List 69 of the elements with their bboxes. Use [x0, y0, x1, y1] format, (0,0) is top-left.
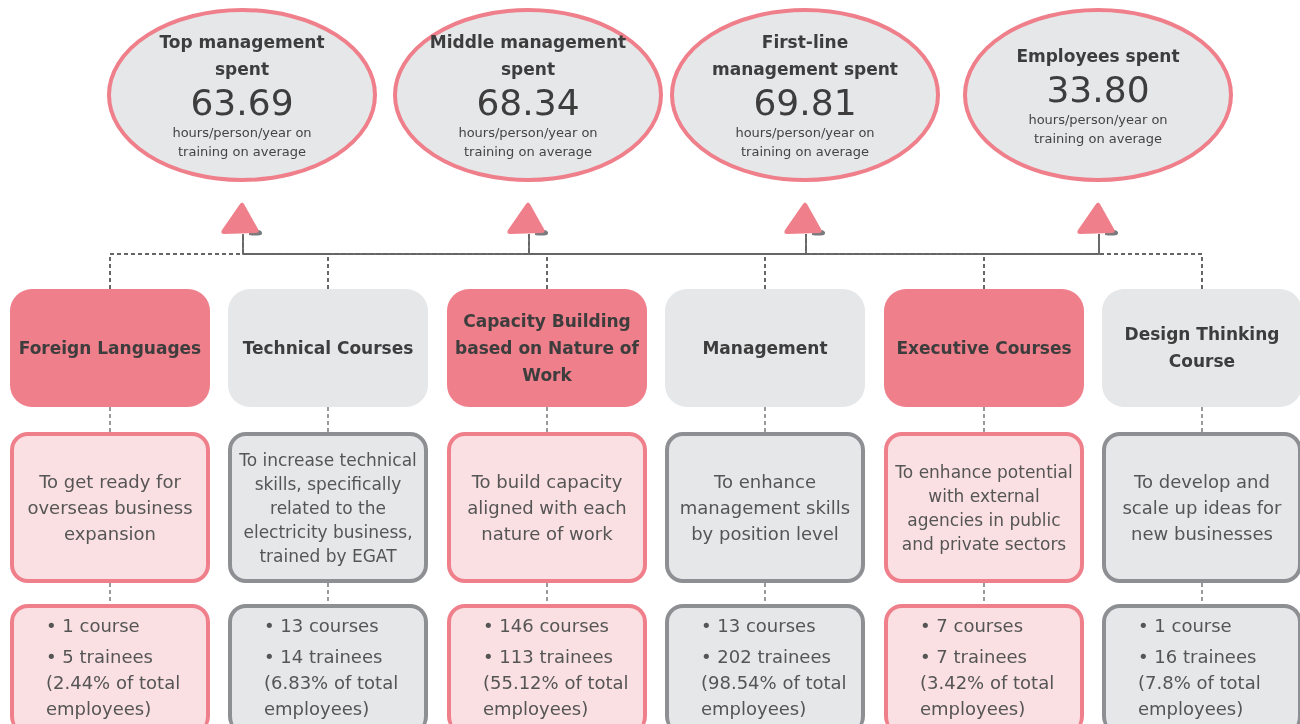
purpose-box [1102, 432, 1300, 583]
hours-value: 68.34 [476, 83, 580, 123]
triangle-marker [507, 202, 551, 236]
statistics-box [1102, 604, 1300, 724]
triangle-marker [1077, 202, 1121, 236]
hours-value: 63.69 [190, 83, 294, 123]
purpose-box [447, 432, 647, 583]
course-count: • 13 courses [264, 614, 379, 638]
dashed-connector [1098, 233, 1203, 290]
dashed-connector [983, 406, 985, 433]
oval-callout [670, 8, 940, 182]
purpose-box [10, 432, 210, 583]
purpose-text: To get ready for overseas business expansion [26, 469, 194, 546]
category-box [447, 289, 647, 407]
category-title: Technical Courses [242, 336, 414, 360]
dashed-connector [764, 406, 766, 433]
triangle-marker [784, 202, 828, 236]
triangle-marker [221, 202, 265, 236]
oval-heading: Middle management spent [428, 31, 628, 81]
oval-heading: First-line management spent [711, 31, 899, 81]
oval-callout [107, 8, 377, 182]
oval-callout [393, 8, 663, 182]
oval-heading: Top management spent [158, 31, 326, 81]
trainee-count: • 14 trainees (6.83% of total employees) [264, 645, 400, 721]
oval-subtext: hours/person/year on training on average [1027, 110, 1169, 148]
oval-subtext: hours/person/year on training on average [457, 124, 599, 161]
statistics-box [884, 604, 1084, 724]
course-count: • 13 courses [701, 614, 816, 638]
trainee-count: • 7 trainees (3.42% of total employees) [920, 645, 1056, 721]
trainee-count: • 5 trainees (2.44% of total employees) [46, 645, 182, 721]
category-box [10, 289, 210, 407]
category-box [884, 289, 1084, 407]
hours-value: 69.81 [753, 83, 857, 123]
oval-heading: Employees spent [1016, 44, 1180, 68]
course-count: • 146 courses [483, 614, 609, 638]
trainee-count: • 202 trainees (98.54% of total employees) [701, 645, 848, 721]
course-count: • 1 course [1138, 614, 1232, 638]
statistics-box [447, 604, 647, 724]
dashed-connector [327, 406, 329, 433]
trainee-count: • 16 trainees (7.8% of total employees) [1138, 645, 1262, 721]
course-count: • 7 courses [920, 614, 1024, 638]
dashed-connector [1201, 406, 1203, 433]
statistics-box [665, 604, 865, 724]
statistics-box [228, 604, 428, 724]
purpose-box [665, 432, 865, 583]
purpose-text: To enhance potential with external agencies in public and private sectors [894, 460, 1074, 556]
category-title: Management [702, 336, 828, 360]
oval-subtext: hours/person/year on training on average [734, 124, 876, 161]
course-count: • 1 course [46, 614, 140, 638]
purpose-text: To increase technical skills, specifically related to the electricity business, trained by EGAT [238, 448, 418, 568]
purpose-text: To develop and scale up ideas for new businesses [1121, 469, 1283, 546]
dashed-connector [546, 406, 548, 433]
category-title: Design Thinking Course [1123, 323, 1281, 373]
hours-value: 33.80 [1046, 69, 1150, 110]
purpose-text: To build capacity aligned with each nature of work [466, 469, 628, 546]
category-title: Foreign Languages [18, 336, 202, 360]
oval-subtext: hours/person/year on training on average [171, 124, 313, 161]
category-box [1102, 289, 1300, 407]
category-box [665, 289, 865, 407]
purpose-text: To enhance management skills by position level [678, 469, 852, 546]
dashed-connector [109, 406, 111, 433]
oval-callout [963, 8, 1233, 182]
purpose-box [884, 432, 1084, 583]
category-title: Capacity Building based on Nature of Work [455, 309, 639, 387]
statistics-box [10, 604, 210, 724]
purpose-box [228, 432, 428, 583]
category-title: Executive Courses [896, 336, 1072, 360]
trainee-count: • 113 trainees (55.12% of total employees) [483, 645, 630, 721]
category-box [228, 289, 428, 407]
